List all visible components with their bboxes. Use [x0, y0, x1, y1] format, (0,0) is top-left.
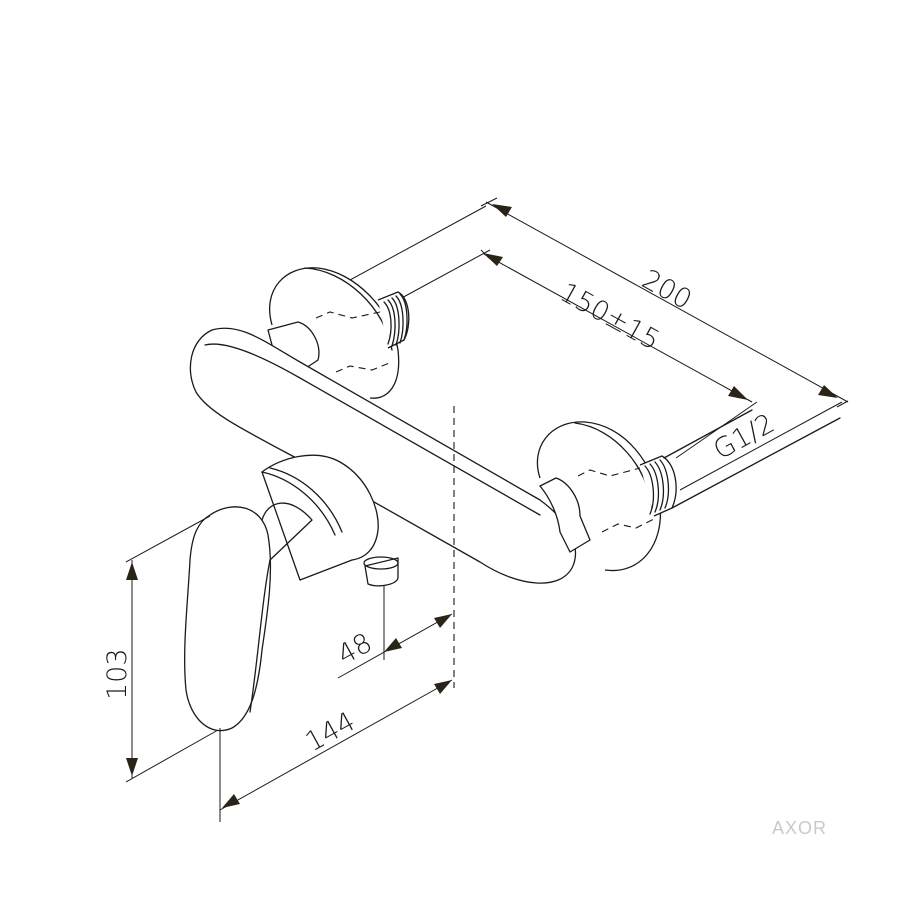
dimension-height: [125, 515, 219, 783]
dimension-label-200: 200: [637, 264, 697, 316]
mixer-body: [189, 327, 577, 584]
lever-handle[interactable]: [184, 502, 313, 732]
dimension-label-103: 103: [102, 648, 133, 700]
front-connection-nut: [539, 477, 591, 553]
dimension-label-144: 144: [300, 706, 360, 758]
lever-housing: [261, 454, 379, 581]
dimension-overall-width: [327, 197, 849, 491]
thread-label: G1/2: [708, 408, 779, 466]
brand-logo: AXOR: [772, 818, 828, 838]
dimension-label-48: 48: [332, 627, 377, 671]
back-wall-rosette: [269, 267, 410, 399]
dimension-depth: [219, 679, 453, 822]
dimension-outlet-offset: [337, 586, 453, 679]
front-wall-rosette: [536, 409, 841, 572]
bottom-outlet: [363, 556, 399, 587]
